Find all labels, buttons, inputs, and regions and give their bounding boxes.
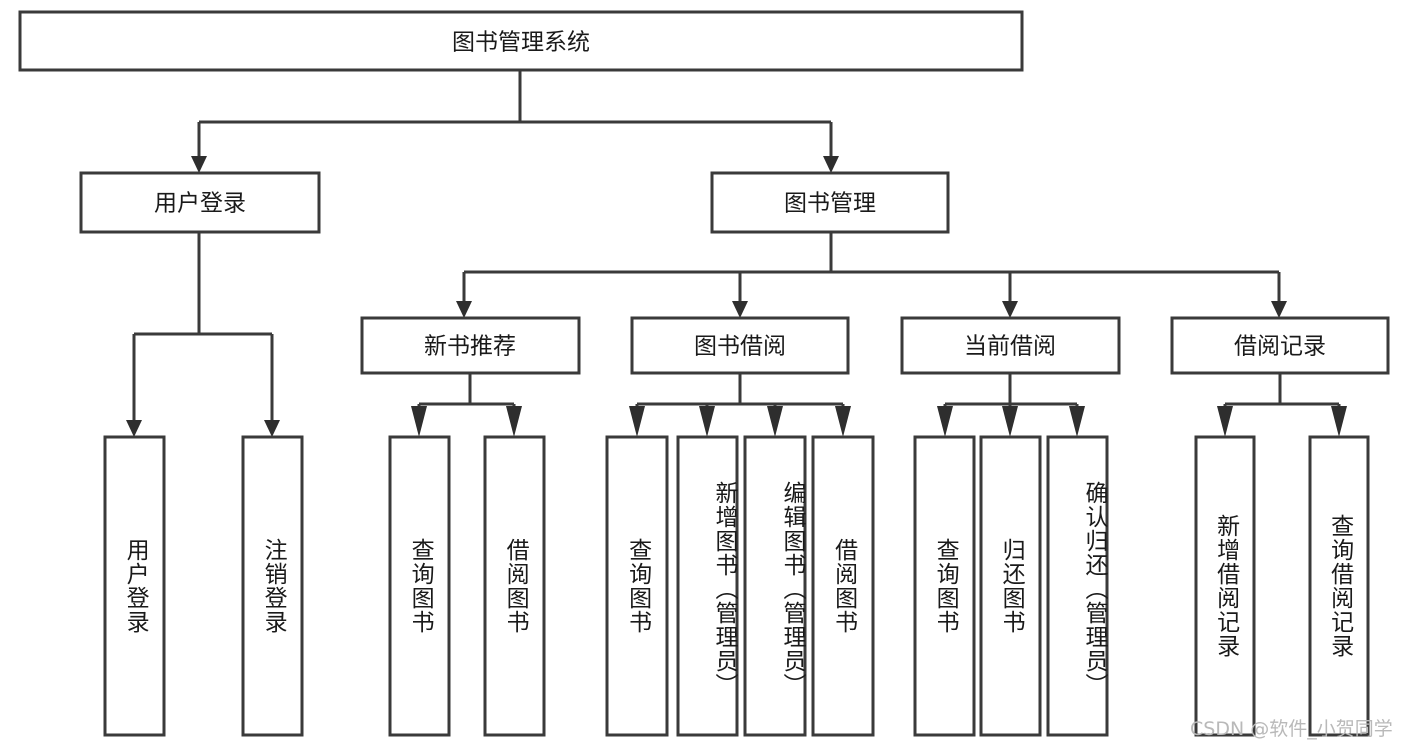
arrow-head-leaf-return-book: [1002, 406, 1018, 437]
node-label-book-manage: 图书管理: [784, 191, 876, 217]
connector-group-current-borrow: [937, 373, 1085, 437]
arrow-head-leaf-confirm-return: [1069, 406, 1085, 437]
node-label-book-borrow: 图书借阅: [694, 334, 786, 360]
arrow-head-borrow-record: [1271, 301, 1287, 318]
node-box-leaf-query-book-current[interactable]: [913, 435, 976, 737]
node-box-leaf-edit-book[interactable]: [743, 435, 807, 737]
connector-group-user-login: [126, 232, 280, 437]
arrow-head-leaf-query-book-borrow: [629, 406, 645, 437]
node-box-current-borrow[interactable]: [900, 316, 1121, 375]
node-box-root[interactable]: [18, 10, 1024, 72]
node-label-current-borrow: 当前借阅: [964, 334, 1056, 360]
node-box-leaf-confirm-return[interactable]: [1046, 435, 1109, 737]
arrow-head-new-book-recommend: [456, 301, 472, 318]
node-label-user-login: 用户登录: [154, 191, 246, 217]
arrow-head-leaf-logout-login: [264, 420, 280, 437]
node-box-user-login[interactable]: [79, 171, 321, 234]
node-box-book-manage[interactable]: [710, 171, 950, 234]
arrow-head-leaf-query-borrow-record: [1331, 406, 1347, 437]
node-label-borrow-record: 借阅记录: [1234, 334, 1326, 360]
node-label-root: 图书管理系统: [452, 30, 590, 56]
node-box-leaf-query-borrow-record[interactable]: [1308, 435, 1370, 737]
node-box-borrow-record[interactable]: [1170, 316, 1390, 375]
node-root[interactable]: 图书管理系统: [18, 10, 1024, 72]
node-box-leaf-logout-login[interactable]: [241, 435, 304, 737]
csdn-watermark: CSDN @软件_小贺同学: [1190, 718, 1393, 740]
arrow-head-leaf-query-book-current: [937, 406, 953, 437]
node-current-borrow[interactable]: 当前借阅: [900, 316, 1121, 375]
arrow-head-book-manage: [823, 156, 839, 173]
node-box-leaf-add-book[interactable]: [676, 435, 739, 737]
node-book-manage[interactable]: 图书管理: [710, 171, 950, 234]
node-box-leaf-return-book[interactable]: [979, 435, 1042, 737]
node-box-leaf-user-login[interactable]: [103, 435, 166, 737]
arrow-head-leaf-add-borrow-record: [1217, 406, 1233, 437]
connector-group-book-borrow: [629, 373, 851, 437]
arrow-head-leaf-borrow-book-rec: [506, 406, 522, 437]
node-box-leaf-query-book-borrow[interactable]: [605, 435, 669, 737]
node-box-book-borrow[interactable]: [630, 316, 850, 375]
node-user-login[interactable]: 用户登录: [79, 171, 321, 234]
arrow-head-leaf-edit-book: [767, 406, 783, 437]
arrow-head-leaf-query-book-rec: [411, 406, 427, 437]
node-label-new-book-recommend: 新书推荐: [424, 334, 516, 360]
node-box-leaf-query-book-rec[interactable]: [388, 435, 451, 737]
connector-group-book-manage: [456, 232, 1287, 318]
node-borrow-record[interactable]: 借阅记录: [1170, 316, 1390, 375]
arrow-head-leaf-user-login: [126, 420, 142, 437]
node-box-leaf-borrow-book[interactable]: [811, 435, 875, 737]
connector-group-borrow-record: [1217, 373, 1347, 437]
node-box-leaf-add-borrow-record[interactable]: [1194, 435, 1256, 737]
node-box-new-book-recommend[interactable]: [360, 316, 581, 375]
arrow-head-current-borrow: [1002, 301, 1018, 318]
node-box-leaf-borrow-book-rec[interactable]: [483, 435, 546, 737]
connector-group-new-book-recommend: [411, 373, 522, 437]
arrow-head-leaf-add-book: [699, 406, 715, 437]
connector-group-root: [191, 70, 839, 173]
node-new-book-recommend[interactable]: 新书推荐: [360, 316, 581, 375]
arrow-head-book-borrow: [732, 301, 748, 318]
arrow-head-leaf-borrow-book: [835, 406, 851, 437]
node-book-borrow[interactable]: 图书借阅: [630, 316, 850, 375]
arrow-head-user-login: [191, 156, 207, 173]
